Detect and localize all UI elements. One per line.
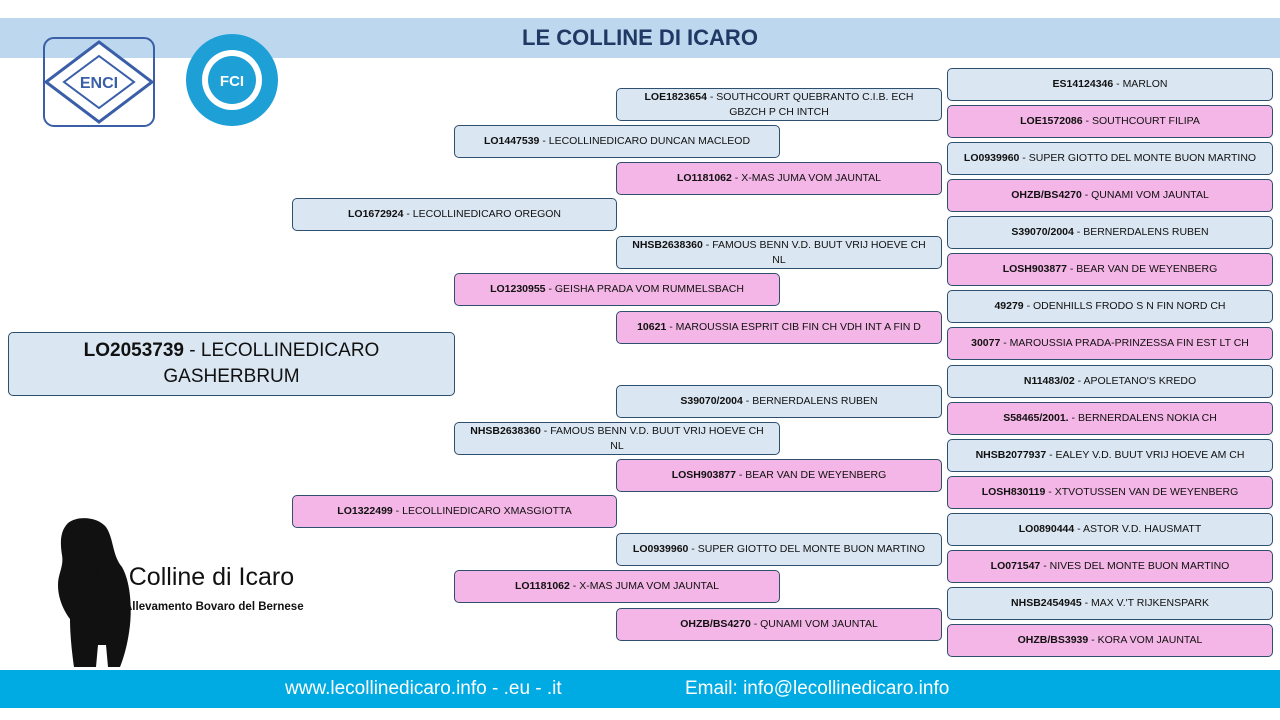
pedigree-gen3-entry: LO1181062 - X-MAS JUMA VOM JAUNTAL	[616, 162, 942, 195]
pedigree-gen4-entry: LO0890444 - ASTOR V.D. HAUSMATT	[947, 513, 1273, 546]
pedigree-gen4-entry: S58465/2001. - BERNERDALENS NOKIA CH	[947, 402, 1273, 435]
pedigree-gen4-entry: LOSH830119 - XTVOTUSSEN VAN DE WEYENBERG	[947, 476, 1273, 509]
enci-text: ENCI	[80, 75, 118, 92]
pedigree-gen4-entry: LOE1572086 - SOUTHCOURT FILIPA	[947, 105, 1273, 138]
pedigree-gen4-entry: LO0939960 - SUPER GIOTTO DEL MONTE BUON …	[947, 142, 1273, 175]
pedigree-gen4-entry: LO071547 - NIVES DEL MONTE BUON MARTINO	[947, 550, 1273, 583]
pedigree-gen2-entry: NHSB2638360 - FAMOUS BENN V.D. BUUT VRIJ…	[454, 422, 780, 455]
brand-subtitle: Allevamento Bovaro del Bernese	[124, 601, 304, 613]
pedigree-gen4-entry: OHZB/BS3939 - KORA VOM JAUNTAL	[947, 624, 1273, 657]
pedigree-gen4-entry: NHSB2077937 - EALEY V.D. BUUT VRIJ HOEVE…	[947, 439, 1273, 472]
pedigree-gen2-entry: LO1230955 - GEISHA PRADA VOM RUMMELSBACH	[454, 273, 780, 306]
pedigree-gen3-entry: LOE1823654 - SOUTHCOURT QUEBRANTO C.I.B.…	[616, 88, 942, 121]
brand-name: Le Colline di Icaro	[94, 563, 295, 591]
fci-logo: FCI	[186, 34, 278, 126]
pedigree-gen4-entry: 49279 - ODENHILLS FRODO S N FIN NORD CH	[947, 290, 1273, 323]
pedigree-subject: LO2053739 - LECOLLINEDICARO GASHERBRUM	[8, 332, 455, 396]
pedigree-gen4-entry: LOSH903877 - BEAR VAN DE WEYENBERG	[947, 253, 1273, 286]
pedigree-gen2-entry: LO1181062 - X-MAS JUMA VOM JAUNTAL	[454, 570, 780, 603]
pedigree-gen3-entry: LO0939960 - SUPER GIOTTO DEL MONTE BUON …	[616, 533, 942, 566]
pedigree-gen3-entry: OHZB/BS4270 - QUNAMI VOM JAUNTAL	[616, 608, 942, 641]
dog-silhouette-icon	[58, 518, 131, 667]
email-link[interactable]: Email: info@lecollinedicaro.info	[685, 678, 950, 699]
pedigree-dam: LO1322499 - LECOLLINEDICARO XMASGIOTTA	[292, 495, 617, 528]
pedigree-gen4-entry: S39070/2004 - BERNERDALENS RUBEN	[947, 216, 1273, 249]
pedigree-gen4-entry: NHSB2454945 - MAX V.'T RIJKENSPARK	[947, 587, 1273, 620]
brand-logo: Le Colline di Icaro Allevamento Bovaro d…	[50, 515, 304, 673]
pedigree-gen3-entry: S39070/2004 - BERNERDALENS RUBEN	[616, 385, 942, 418]
enci-logo: ENCI	[43, 37, 155, 127]
subject-name: LECOLLINEDICARO GASHERBRUM	[163, 340, 380, 387]
pedigree-gen4-entry: ES14124346 - MARLON	[947, 68, 1273, 101]
subject-reg: LO2053739	[83, 340, 184, 362]
website-link[interactable]: www.lecollinedicaro.info - .eu - .it	[285, 678, 562, 699]
pedigree-gen3-entry: NHSB2638360 - FAMOUS BENN V.D. BUUT VRIJ…	[616, 236, 942, 269]
footer-bar: www.lecollinedicaro.info - .eu - .it Ema…	[0, 670, 1280, 708]
fci-text: FCI	[220, 73, 244, 90]
pedigree-gen2-entry: LO1447539 - LECOLLINEDICARO DUNCAN MACLE…	[454, 125, 780, 158]
pedigree-sire: LO1672924 - LECOLLINEDICARO OREGON	[292, 198, 617, 231]
pedigree-gen3-entry: LOSH903877 - BEAR VAN DE WEYENBERG	[616, 459, 942, 492]
pedigree-gen3-entry: 10621 - MAROUSSIA ESPRIT CIB FIN CH VDH …	[616, 311, 942, 344]
pedigree-gen4-entry: OHZB/BS4270 - QUNAMI VOM JAUNTAL	[947, 179, 1273, 212]
pedigree-gen4-entry: N11483/02 - APOLETANO'S KREDO	[947, 365, 1273, 398]
pedigree-gen4-entry: 30077 - MAROUSSIA PRADA-PRINZESSA FIN ES…	[947, 327, 1273, 360]
page-title: LE COLLINE DI ICARO	[522, 25, 758, 50]
